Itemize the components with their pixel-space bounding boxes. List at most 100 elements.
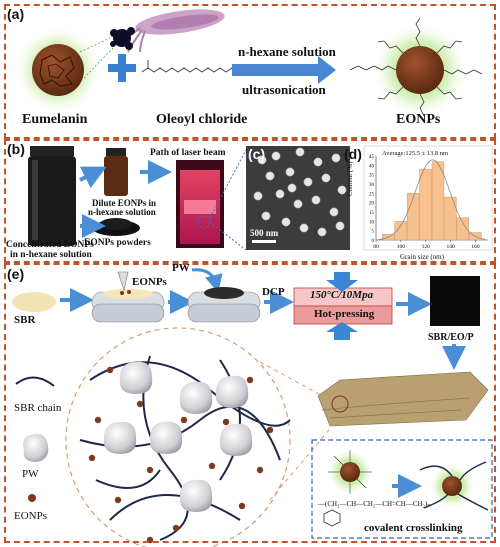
sem-sphere: [293, 199, 303, 209]
plus-icon: [108, 54, 136, 82]
legend-eonps-label: EONPs: [14, 510, 48, 522]
legend-pw-icon: [23, 433, 49, 462]
eonp-dot: [114, 496, 122, 504]
chart-x-tick-label: 140: [447, 244, 456, 250]
panel-d-label: (d): [344, 146, 362, 162]
concentrated-label-line2: in n-hexane solution: [10, 250, 92, 260]
panel-e-label: (e): [7, 266, 25, 282]
sem-sphere: [253, 191, 263, 201]
press-method: Hot-pressing: [314, 308, 375, 320]
eumelanin-particle: [16, 28, 100, 112]
sem-sphere: [261, 211, 271, 221]
oleoyl-chloride-label: Oleoyl chloride: [156, 112, 248, 127]
sem-sphere: [335, 221, 345, 231]
sem-sphere: [257, 155, 267, 165]
sem-sphere: [295, 147, 305, 157]
sem-sphere: [337, 185, 347, 195]
eonp-dot: [88, 454, 96, 462]
sem-sphere: [287, 183, 297, 193]
chart-x-tick-label: 100: [397, 244, 406, 250]
sem-sphere: [285, 167, 295, 177]
reaction-condition-top: n-hexane solution: [238, 44, 336, 59]
cuttlefish-icon: [117, 9, 225, 53]
eonp-dot: [256, 466, 264, 474]
panel-a-label: (a): [7, 6, 25, 22]
dcp-label: DCP: [262, 286, 285, 298]
sem-sphere: [331, 153, 341, 163]
chart-x-tick-label: 80: [373, 244, 379, 250]
eonp-dot: [222, 418, 230, 426]
chart-bar: [406, 193, 420, 241]
roller-mill-2: [187, 287, 261, 323]
pw-particle: [215, 375, 249, 408]
legend-chain-icon: [15, 376, 55, 387]
pw-feed-label: PW: [172, 262, 190, 274]
panel-bcd: [4, 139, 496, 263]
product-label: SBR/EO/P: [428, 332, 474, 343]
chart-ylabel: Content (%): [346, 161, 354, 196]
eonp-dot: [172, 524, 180, 532]
sem-sphere: [313, 157, 323, 167]
eonp-dot: [266, 426, 274, 434]
eonp-dot: [208, 462, 216, 470]
chart-bar: [456, 217, 470, 241]
ink-blob-icon: [79, 27, 135, 79]
chart-annotation: Average:125.5 ± 13.8 nm: [382, 150, 449, 157]
sem-sphere: [329, 207, 339, 217]
pw-particle: [219, 423, 253, 456]
eonp-dot: [136, 400, 144, 408]
press-condition: 150°C/10Mpa: [310, 289, 374, 301]
hot-press: [293, 272, 393, 340]
panel-e: [4, 263, 496, 543]
chart-y-tick-label: 30: [369, 183, 375, 188]
chart-x-tick-label: 120: [422, 244, 431, 250]
sem-sphere: [271, 151, 281, 161]
chart-y-tick-label: 25: [369, 192, 375, 197]
reaction-condition-bottom: ultrasonication: [242, 82, 326, 97]
sem-sphere: [321, 173, 331, 183]
reaction-arrow: [232, 64, 320, 76]
eonps-label: EONPs: [396, 112, 441, 127]
sem-sphere: [299, 223, 309, 233]
laser-label: Path of laser beam: [150, 148, 226, 158]
sem-sphere: [281, 217, 291, 227]
sem-sphere: [317, 227, 327, 237]
scale-bar-label: 500 nm: [250, 228, 279, 238]
eonp-dot: [94, 416, 102, 424]
eonp-dot: [246, 376, 254, 384]
pw-particle: [149, 421, 183, 454]
crosslink-particle-2: [419, 461, 489, 511]
eonp-dot: [106, 366, 114, 374]
crosslink-label: covalent crosslinking: [364, 522, 463, 534]
eonp-dot: [238, 502, 246, 510]
panel-b-label: (b): [7, 141, 25, 157]
polymer-formula: —(CH₂—CH—CH₂—CH=CH—CH₂)ₙ: [318, 500, 431, 508]
eonp-particle: [349, 17, 483, 117]
sbr-label: SBR: [14, 314, 36, 326]
product-slab: [317, 371, 489, 427]
legend-pw-label: PW: [22, 468, 39, 480]
crosslink-particle-1: [328, 450, 372, 494]
concentrated-label-line1: Concentrated EONPs: [6, 240, 94, 250]
sbr-blob: [12, 292, 56, 312]
sem-sphere: [303, 177, 313, 187]
dilute-vial: [104, 148, 128, 196]
legend-eonp-icon: [28, 494, 36, 502]
chart-y-tick-label: 5: [372, 230, 375, 235]
crosslink-box: [311, 439, 493, 539]
pw-particle: [119, 361, 153, 394]
roller-mill-1: [91, 271, 165, 323]
pw-particle: [179, 381, 213, 414]
eonp-dot: [180, 416, 188, 424]
sem-sphere: [311, 195, 321, 205]
dilute-label-line2: n-hexane solution: [88, 207, 156, 217]
legend-chain-label: SBR chain: [14, 402, 62, 414]
pw-particle: [179, 479, 213, 512]
sem-sphere: [275, 189, 285, 199]
chart-y-tick-label: 15: [369, 211, 375, 216]
chart-x-tick-label: 160: [471, 244, 480, 250]
panel-c-label: (c): [248, 146, 266, 162]
chart-y-tick-label: 35: [369, 174, 375, 179]
chart-bar: [431, 161, 445, 241]
